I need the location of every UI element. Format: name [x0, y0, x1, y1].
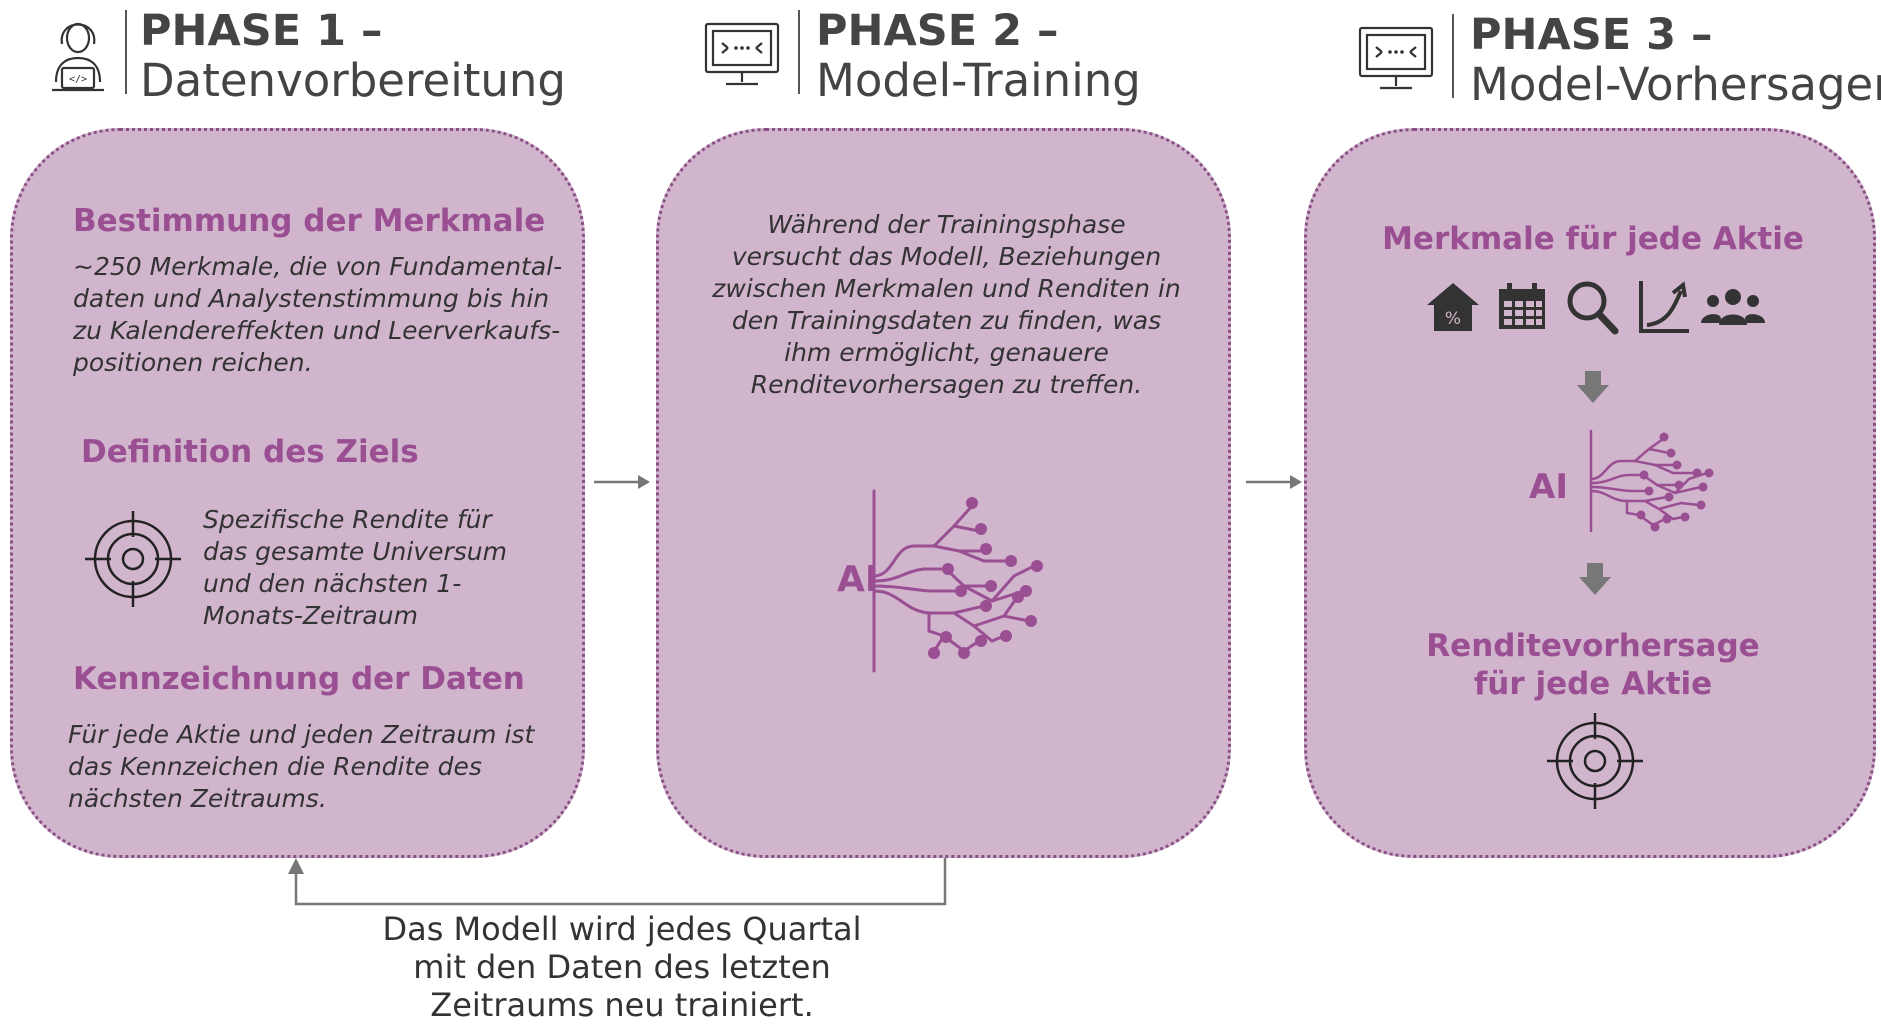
features-description: ~250 Merkmale, die von Fundamental- date… [73, 252, 563, 377]
phase-3-header: PHASE 3 – Model-Vorhersagen [1354, 4, 1881, 110]
features-heading: Bestimmung der Merkmale [73, 203, 546, 239]
svg-text:%: % [1445, 309, 1461, 329]
labeling-description: Für jede Aktie und jeden Zeitraum ist da… [68, 720, 535, 813]
phase-number: PHASE 3 – [1470, 10, 1713, 60]
developer-person-icon: </> [52, 22, 104, 92]
phase-1-card: Bestimmung der Merkmale ~250 Merkmale, d… [10, 128, 585, 858]
people-group-icon [1701, 289, 1765, 325]
training-description: Während der Trainingsphase versucht das … [712, 210, 1181, 399]
labeling-heading: Kennzeichnung der Daten [73, 661, 525, 697]
return-forecast-heading: Renditevorhersage für jede Aktie [1426, 628, 1760, 702]
phase-number: PHASE 2 – [816, 6, 1059, 56]
phase-1-header: </> PHASE 1 – Datenvorbereitung [40, 4, 566, 106]
target-heading: Definition des Ziels [81, 434, 419, 470]
house-percent-icon: % [1427, 283, 1479, 331]
stock-features-heading: Merkmale für jede Aktie [1382, 221, 1804, 257]
arrow-phase2-to-phase3 [1246, 475, 1302, 489]
magnifier-icon [1567, 281, 1619, 335]
target-icon [1547, 713, 1643, 809]
phase-2-card: Während der Trainingsphase versucht das … [656, 128, 1231, 858]
phase-name: Model-Training [816, 54, 1141, 107]
calendar-icon [1499, 283, 1545, 329]
monitor-code-icon [704, 22, 780, 86]
growth-curve-icon [1639, 281, 1689, 333]
phase-name: Model-Vorhersagen [1470, 58, 1881, 111]
phase-name: Datenvorbereitung [140, 54, 566, 107]
ai-label: AI [837, 559, 879, 600]
phase-number: PHASE 1 – [140, 6, 383, 56]
down-arrow-icon [1577, 371, 1609, 403]
target-description: Spezifische Rendite für das gesamte Univ… [203, 505, 508, 630]
svg-text:</>: </> [69, 74, 87, 85]
retrain-feedback-arrow [288, 858, 947, 906]
ai-label: AI [1529, 467, 1568, 507]
retrain-note: Das Modell wird jedes Quartal mit den Da… [382, 910, 862, 1024]
arrow-phase1-to-phase2 [594, 475, 650, 489]
ai-network-icon [872, 489, 1043, 673]
monitor-code-icon [1358, 26, 1434, 90]
phase-3-card: Merkmale für jede Aktie % [1304, 128, 1876, 858]
ai-network-icon [1589, 429, 1714, 533]
target-icon [85, 511, 181, 607]
phase-2-header: PHASE 2 – Model-Training [700, 4, 1160, 106]
down-arrow-icon [1579, 563, 1611, 595]
